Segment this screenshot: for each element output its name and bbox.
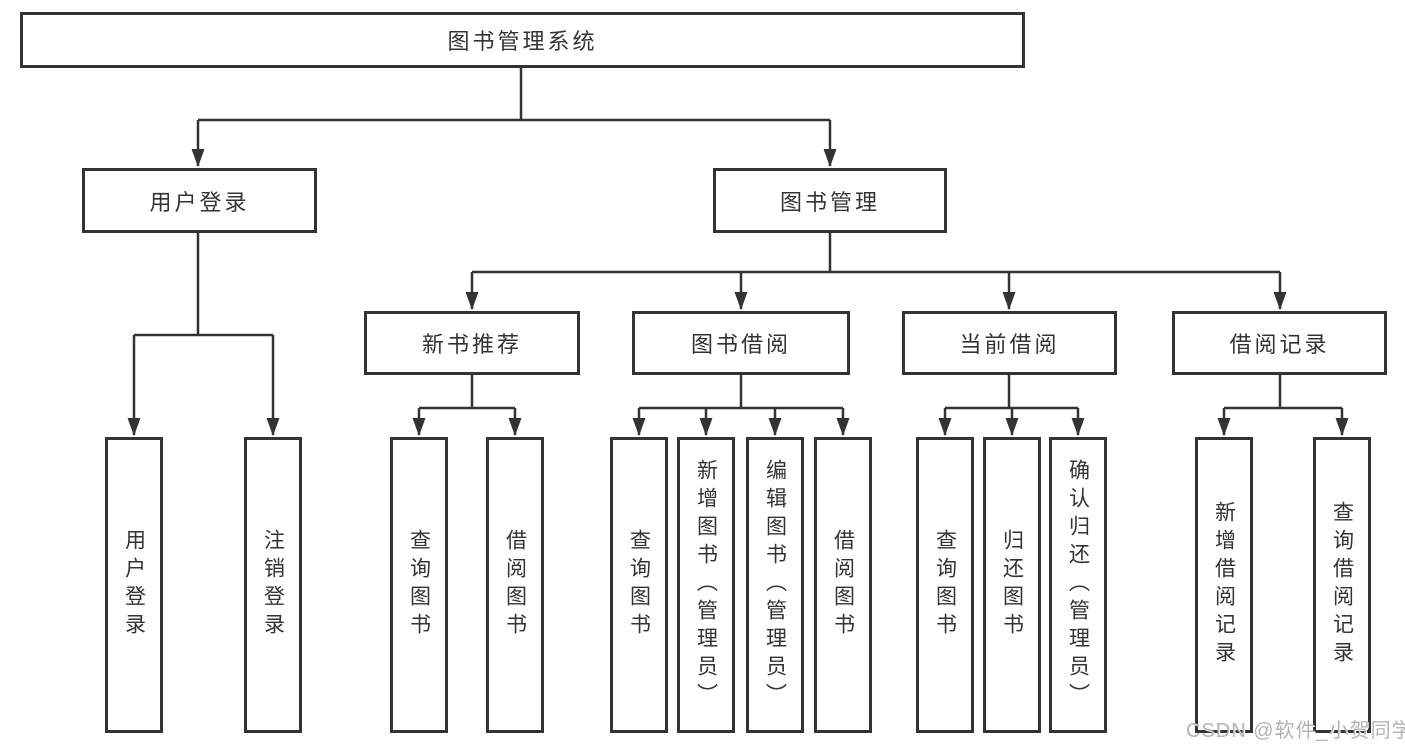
node-root: 图书管理系统 [20, 12, 1025, 68]
edges-book-borrow [632, 375, 850, 436]
node-leaf-user-login: 用户登录 [105, 437, 163, 733]
node-current-borrow: 当前借阅 [902, 311, 1117, 375]
csdn-watermark: CSDN @软件_小贺同学 [1186, 720, 1405, 742]
node-new-book-rec: 新书推荐 [364, 311, 580, 375]
node-leaf-bb-query-books: 查询图书 [610, 437, 668, 733]
node-leaf-cb-confirm-return-admin: 确认归还（管理员） [1049, 437, 1107, 733]
edges-user-login [127, 233, 280, 436]
node-leaf-bb-edit-books-admin: 编辑图书（管理员） [746, 437, 804, 733]
node-leaf-bb-borrow-books: 借阅图书 [814, 437, 872, 733]
node-leaf-logout: 注销登录 [244, 437, 302, 733]
node-book-borrow: 图书借阅 [632, 311, 850, 375]
node-book-mgmt: 图书管理 [713, 168, 947, 233]
node-leaf-cb-return-books: 归还图书 [983, 437, 1041, 733]
node-user-login: 用户登录 [82, 168, 317, 233]
node-leaf-cb-query-books: 查询图书 [916, 437, 974, 733]
node-leaf-bb-add-books-admin: 新增图书（管理员） [677, 437, 735, 733]
edges-book-mgmt [465, 233, 1287, 310]
node-leaf-br-add-record: 新增借阅记录 [1195, 437, 1253, 733]
node-leaf-nb-borrow-books: 借阅图书 [486, 437, 544, 733]
edges-borrow-record [1217, 375, 1349, 436]
node-borrow-record: 借阅记录 [1172, 311, 1387, 375]
node-leaf-nb-query-books: 查询图书 [390, 437, 448, 733]
edges-root [191, 68, 837, 167]
node-leaf-br-query-record: 查询借阅记录 [1313, 437, 1371, 733]
edges-new-book-rec [412, 375, 522, 436]
edges-current-borrow [938, 375, 1085, 436]
